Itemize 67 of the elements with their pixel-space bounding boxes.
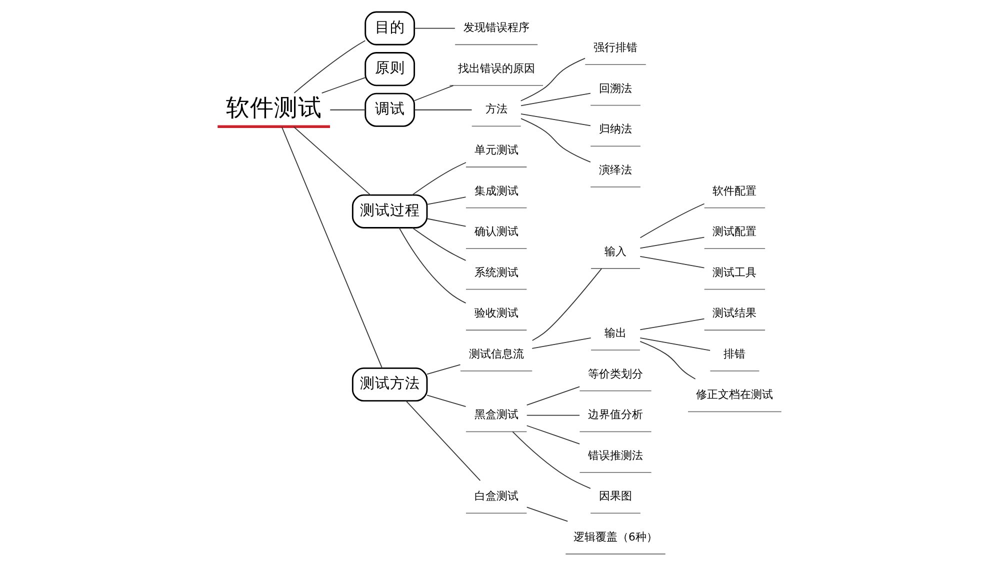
node-text: 测试信息流 (468, 347, 524, 360)
node-text: 逻辑覆盖（6种） (573, 530, 657, 544)
connector (520, 58, 585, 102)
node-text: 边界值分析 (588, 408, 643, 422)
node-text: 修正文档在测试 (696, 388, 773, 402)
node-text: 输入 (604, 244, 626, 258)
connector (412, 227, 466, 261)
node-text: 方法 (484, 102, 507, 116)
node-text: 确认测试 (474, 225, 518, 238)
node-text: 发现错误程序 (462, 21, 529, 34)
connector (526, 386, 580, 406)
node-text: 集成测试 (474, 184, 518, 198)
node-text: 找出错误的原因 (457, 62, 534, 75)
node-box: 测试方法 (351, 367, 428, 402)
connector (639, 341, 696, 380)
connector (639, 338, 710, 351)
connector (520, 113, 590, 126)
node-text: 软件测试 (225, 94, 322, 122)
connector (531, 268, 602, 341)
connector (531, 338, 591, 349)
node-text: 强行排错 (593, 41, 638, 54)
connector (512, 431, 590, 489)
connector (398, 227, 466, 304)
node-box: 原则 (364, 52, 415, 86)
connector (292, 126, 370, 196)
connector (426, 394, 466, 408)
node-text: 软件配置 (712, 184, 756, 198)
node-text: 单元测试 (474, 143, 518, 156)
node-text: 排错 (723, 347, 746, 360)
connector (411, 162, 466, 196)
connector (520, 118, 590, 163)
connector (426, 196, 466, 205)
node-text: 白盒测试 (474, 490, 518, 503)
connector (414, 28, 455, 29)
connector (426, 218, 466, 227)
node-text: 演绎法 (598, 163, 632, 176)
connector (329, 109, 366, 110)
connector (526, 425, 580, 444)
connector (414, 85, 454, 102)
connector (293, 40, 366, 94)
node-text: 黑盒测试 (474, 408, 518, 422)
node-text: 等价类划分 (588, 367, 643, 380)
node-text: 错误推测法 (588, 448, 643, 462)
connector (639, 318, 704, 330)
connector (639, 256, 704, 268)
node-box: 目的 (364, 11, 415, 46)
node-text: 测试配置 (712, 225, 756, 238)
node-text: 系统测试 (474, 266, 518, 279)
node-text: 归纳法 (598, 122, 632, 136)
connector (520, 92, 590, 106)
node-text: 测试工具 (712, 266, 756, 279)
node-text: 测试结果 (712, 306, 756, 320)
connector (405, 400, 480, 481)
connector (280, 126, 382, 368)
connector (426, 364, 460, 375)
connector (639, 236, 704, 249)
node-box: 调试 (364, 92, 415, 127)
connector (320, 77, 366, 94)
connector (526, 506, 568, 522)
connector (639, 203, 704, 238)
node-text: 因果图 (598, 490, 632, 503)
connector (526, 414, 580, 416)
node-text: 输出 (604, 326, 626, 340)
node-text: 回溯法 (598, 82, 632, 95)
node-box: 测试过程 (351, 194, 428, 228)
node-text: 验收测试 (474, 306, 518, 320)
connector (414, 109, 472, 110)
